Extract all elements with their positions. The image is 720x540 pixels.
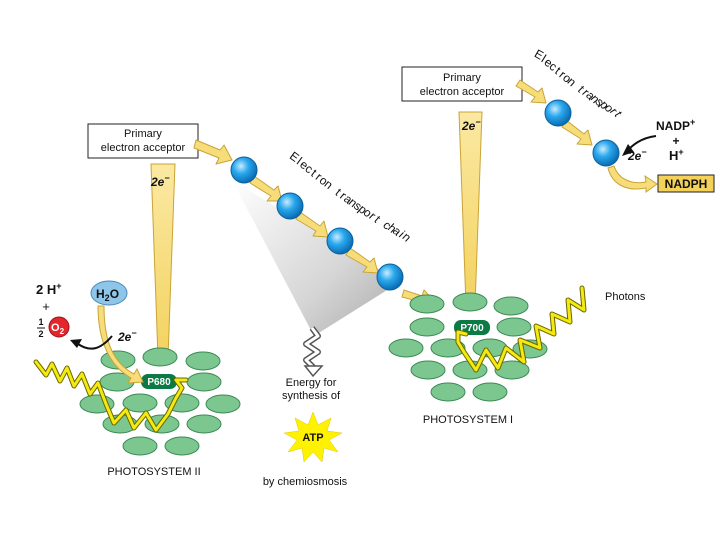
photon-zigzag-left [34,360,188,432]
label-char: t [552,64,564,78]
flow-arrow [295,211,329,238]
nadp-plus: + [672,134,679,148]
electron-carrier [592,139,620,167]
flow-arrow [515,79,547,104]
nadp-input-arrow-head [622,144,634,156]
p680-reaction-center [141,374,177,389]
energy-release-cone [232,180,400,336]
flow-arrow [561,119,593,146]
ps1-energy-beam [458,111,483,307]
h-ion-label: H+ [669,147,684,163]
half-numerator: 1 [38,317,43,327]
label-char: i [396,228,408,240]
energy-arrow-head [303,365,324,378]
photosystem-1-label: PHOTOSYSTEM I [423,414,513,426]
chlorophyll [409,294,445,314]
electron-carrier [230,156,258,184]
electron-carrier [326,227,354,255]
half-denominator: 2 [38,329,43,339]
chlorophyll [186,414,222,434]
ps2-beam-electrons: 2e− [150,173,170,189]
ps2-acceptor-line1: Primary [124,128,162,140]
ps1-beam-electrons: 2e− [461,117,481,133]
label-char: l [539,52,549,65]
ps1-primary-acceptor-box [401,66,523,102]
p680-label: P680 [147,377,171,388]
flow-arrow [345,247,379,274]
chlorophyll [452,292,488,312]
label-char: t [308,166,320,180]
chlorophyll [122,393,158,413]
chlorophyll [164,436,200,456]
electron-carrier [376,263,404,291]
label-char: t [612,109,626,119]
label-char: r [607,106,621,117]
chemiosmosis-label: by chemiosmosis [263,476,348,488]
chlorophyll [472,382,508,402]
hydrogen-ions: 2 H+ [36,281,62,297]
energy-label-line2: synthesis of [282,390,341,402]
flow-arrow [193,139,233,165]
chlorophyll [205,394,241,414]
ps1-acceptor-line2: electron acceptor [420,86,505,98]
nadp-label: NADP+ [656,117,695,133]
ps1-acceptor-line1: Primary [443,72,481,84]
energy-squiggle-inner [304,327,320,370]
chlorophyll [494,360,530,380]
ps2-energy-beam [150,163,176,359]
chlorophyll [122,436,158,456]
chlorophyll [185,351,221,371]
nadph-output-arrow [607,165,658,193]
oxygen-molecule [48,316,70,338]
water-molecule [90,280,128,306]
ps2-acceptor-line2: electron acceptor [101,142,186,154]
chlorophyll [430,382,466,402]
chlorophyll [493,296,529,316]
chlorophyll [388,338,424,358]
flow-arrow [249,175,283,202]
chlorophyll [410,360,446,380]
o2-label: O2 [51,322,65,336]
water-electrons: 2e− [117,328,137,344]
p700-label: P700 [460,323,484,334]
photosystem-2-label: PHOTOSYSTEM II [107,466,200,478]
chlorophyll [186,372,222,392]
atp-starburst [283,411,343,463]
electron-carrier [276,192,304,220]
chlorophyll [142,347,178,367]
h2o-label: H2O [96,287,119,303]
photons-label: Photons [605,291,646,303]
oxygen-release-arrow [77,335,113,350]
photon-zigzag-right [456,286,586,372]
label-char: t [333,186,345,199]
ps2-primary-acceptor-box [87,123,199,159]
oxygen-arrow-head [70,339,82,348]
water-electron-arrow [97,305,144,384]
electron-carrier [544,99,572,127]
chlorophyll [496,317,532,337]
label-char: r [337,189,349,202]
label-char: l [294,154,304,167]
atp-label: ATP [302,432,323,444]
label-char: r [313,170,325,184]
plus-sign: + [42,299,50,314]
nadph-label: NADPH [665,177,708,191]
chlorophyll [409,317,445,337]
energy-label-line1: Energy for [286,377,337,389]
label-char: r [556,68,568,81]
nadph-box [657,174,715,193]
